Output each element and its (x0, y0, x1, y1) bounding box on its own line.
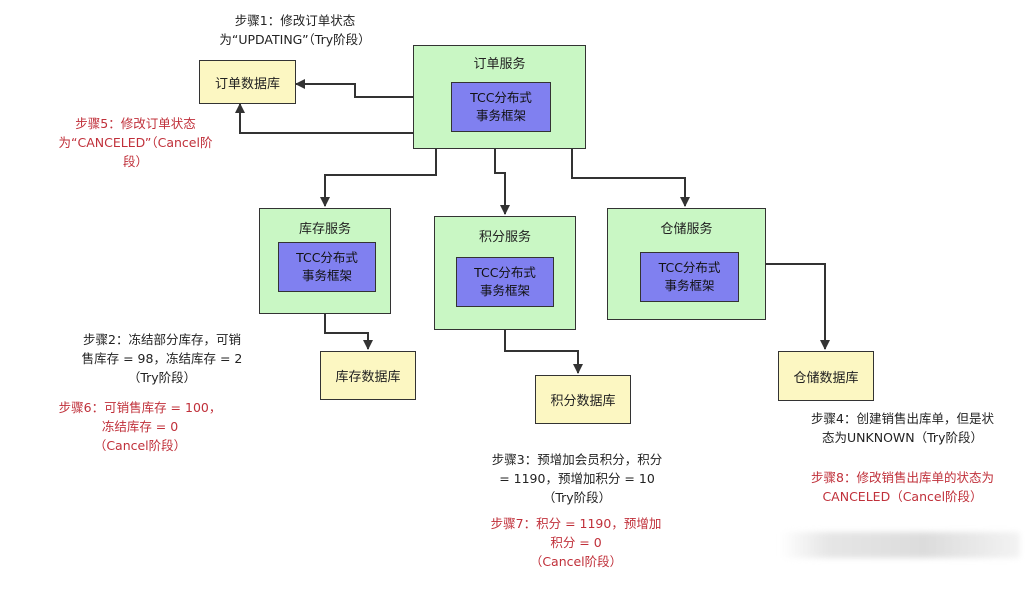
warehouse-service-title: 仓储服务 (660, 222, 713, 237)
inventory-service-box: 库存服务 TCC分布式 事务框架 (259, 208, 391, 314)
note-step3: 步骤3：预增加会员积分，积分 = 1190，预增加积分 = 10 （Try阶段） (491, 452, 663, 505)
tcc-label-line1: TCC分布式 (658, 260, 721, 275)
order-tcc-framework-box: TCC分布式 事务框架 (451, 82, 551, 132)
arrow-order-to-warehouse (571, 148, 690, 207)
points-database-box: 积分数据库 (535, 375, 631, 424)
note-step8: 步骤8：修改销售出库单的状态为 CANCELED（Cancel阶段） (811, 470, 994, 504)
tcc-label-line2: 事务框架 (479, 283, 530, 298)
tcc-label-line2: 事务框架 (475, 108, 526, 123)
tcc-label-line1: TCC分布式 (296, 250, 358, 265)
blurred-watermark (780, 532, 1020, 558)
note-step2: 步骤2：冻结部分库存，可销 售库存 = 98，冻结库存 = 2 （Try阶段） (81, 332, 243, 385)
arrow-order-to-points (494, 148, 510, 215)
order-service-box: 订单服务 TCC分布式 事务框架 (413, 45, 586, 149)
arrow-warehouse-to-db (766, 263, 830, 350)
arrow-order-to-inventory (320, 148, 437, 207)
warehouse-service-box: 仓储服务 TCC分布式 事务框架 (607, 208, 766, 320)
note-step4: 步骤4：创建销售出库单，但是状 态为UNKNOWN（Try阶段） (811, 411, 994, 445)
warehouse-tcc-framework-box: TCC分布式 事务框架 (640, 252, 739, 302)
arrow-points-to-db (504, 330, 583, 374)
note-step6: 步骤6：可销售库存 = 100， 冻结库存 = 0 （Cancel阶段） (58, 400, 222, 453)
arrow-order-to-db-try (295, 79, 413, 98)
note-step7: 步骤7：积分 = 1190，预增加 积分 = 0 （Cancel阶段） (490, 516, 662, 569)
points-service-box: 积分服务 TCC分布式 事务框架 (434, 216, 576, 330)
order-database-box: 订单数据库 (199, 60, 296, 104)
inventory-database-box: 库存数据库 (320, 351, 416, 400)
order-service-title: 订单服务 (473, 57, 526, 72)
tcc-label-line1: TCC分布式 (474, 265, 536, 280)
note-step1: 步骤1：修改订单状态 为“UPDATING”（Try阶段） (219, 13, 371, 47)
arrow-order-to-db-cancel (235, 103, 413, 134)
points-tcc-framework-box: TCC分布式 事务框架 (456, 257, 554, 307)
points-service-title: 积分服务 (478, 230, 531, 245)
warehouse-database-box: 仓储数据库 (778, 351, 874, 401)
note-step5: 步骤5：修改订单状态 为“CANCELED”（Cancel阶 段） (58, 116, 213, 169)
tcc-label-line2: 事务框架 (664, 278, 715, 293)
tcc-label-line1: TCC分布式 (470, 90, 532, 105)
inventory-tcc-framework-box: TCC分布式 事务框架 (278, 242, 376, 292)
arrow-inventory-to-db (324, 314, 373, 350)
tcc-label-line2: 事务框架 (301, 268, 352, 283)
inventory-service-title: 库存服务 (298, 222, 351, 237)
